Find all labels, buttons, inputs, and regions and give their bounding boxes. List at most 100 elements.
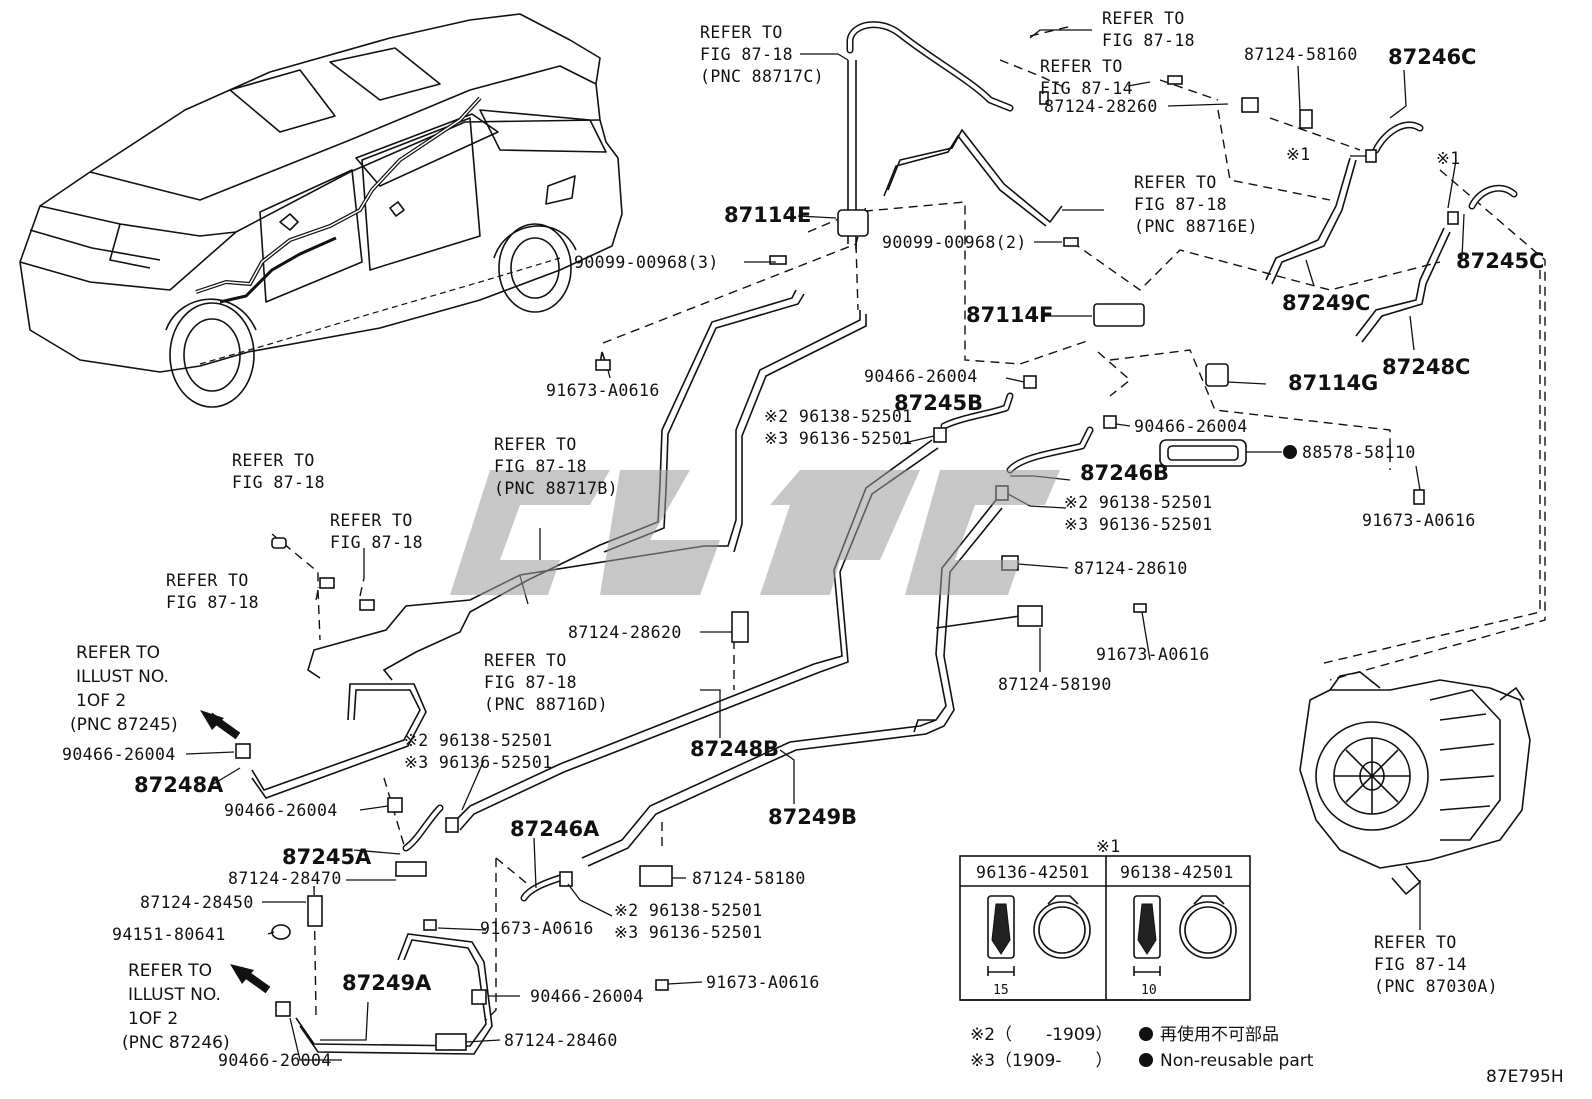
- fittings-and-clamps: [200, 75, 1459, 1051]
- svg-text:REFER TO: REFER TO: [128, 961, 212, 981]
- svg-text:(PNC 88717C): (PNC 88717C): [700, 67, 824, 86]
- svg-text:FIG 87-18: FIG 87-18: [494, 457, 587, 476]
- label-87114G: 87114G: [1288, 371, 1378, 395]
- clip-87124-28620: [731, 611, 749, 643]
- label-90466-26004-3: 90466-26004: [62, 745, 176, 764]
- svg-text:ILLUST NO.: ILLUST NO.: [128, 985, 221, 1005]
- label-91673-A0616-4: 91673-A0616: [480, 919, 594, 938]
- label-clamp2-a: ※2 96138-52501: [764, 407, 913, 426]
- bracket-87114G: [1205, 363, 1229, 387]
- ref-fig-87-18-88716E: REFER TO FIG 87-18 (PNC 88716E): [1134, 173, 1258, 236]
- ref-illust-87245: REFER TO ILLUST NO. 1OF 2 (PNC 87245): [70, 643, 178, 735]
- legend-nonreusable-jp: 再使用不可部品: [1160, 1024, 1279, 1045]
- label-87245C: 87245C: [1456, 249, 1544, 273]
- svg-text:FIG 87-18: FIG 87-18: [232, 473, 325, 492]
- svg-text:(PNC 87245): (PNC 87245): [70, 715, 178, 735]
- label-clamp3-a: ※3 96136-52501: [764, 429, 913, 448]
- svg-text:FIG 87-14: FIG 87-14: [1374, 955, 1467, 974]
- label-clamp3-b: ※3 96136-52501: [1064, 515, 1213, 534]
- legend-bullet-icon-1: [1139, 1027, 1153, 1041]
- clip-87124-28470: [395, 861, 427, 877]
- ref-fig-87-18-left3: REFER TO FIG 87-18: [166, 571, 259, 612]
- legend-note-2: ※2（ -1909）: [970, 1025, 1112, 1045]
- clamp-reference-table: [959, 855, 1251, 1001]
- heater-unit-87030A: [1299, 671, 1531, 930]
- label-mark1-a: ※1: [1286, 145, 1311, 164]
- svg-text:FIG 87-18: FIG 87-18: [700, 45, 793, 64]
- svg-text:REFER TO: REFER TO: [700, 23, 783, 42]
- ref-fig-87-18-88716D: REFER TO FIG 87-18 (PNC 88716D): [484, 651, 608, 714]
- label-87246B: 87246B: [1080, 461, 1169, 485]
- clip-87124-58190: [1017, 605, 1043, 627]
- label-91673-A0616-3: 91673-A0616: [1096, 645, 1210, 664]
- label-87246A: 87246A: [510, 817, 600, 841]
- svg-text:(PNC 88717B): (PNC 88717B): [494, 479, 618, 498]
- label-90099-00968-2: 90099-00968(2): [882, 233, 1027, 252]
- svg-text:ILLUST NO.: ILLUST NO.: [76, 667, 169, 687]
- svg-text:REFER TO: REFER TO: [76, 643, 160, 663]
- svg-text:REFER TO: REFER TO: [166, 571, 249, 590]
- label-87124-28610: 87124-28610: [1074, 559, 1188, 578]
- clamp-table-mark: ※1: [1096, 837, 1121, 856]
- label-87124-58160: 87124-58160: [1244, 45, 1358, 64]
- legend-note-3: ※3（1909- ）: [970, 1051, 1112, 1071]
- ref-illust-87246: REFER TO ILLUST NO. 1OF 2 (PNC 87246): [122, 961, 230, 1053]
- ref-fig-87-18-left2: REFER TO FIG 87-18: [330, 511, 423, 552]
- svg-text:REFER TO: REFER TO: [484, 651, 567, 670]
- ref-fig-87-18-left1: REFER TO FIG 87-18: [232, 451, 325, 492]
- leader-lines: [185, 29, 1465, 1061]
- label-87245A: 87245A: [282, 845, 372, 869]
- label-87246C: 87246C: [1388, 45, 1476, 69]
- vehicle-illustration: [19, 13, 623, 408]
- label-clamp2-c: ※2 96138-52501: [404, 731, 553, 750]
- label-94151-80641: 94151-80641: [112, 925, 226, 944]
- svg-text:FIG 87-18: FIG 87-18: [166, 593, 259, 612]
- svg-text:FIG 87-14: FIG 87-14: [1040, 79, 1133, 98]
- label-91673-A0616-1: 91673-A0616: [546, 381, 660, 400]
- label-clamp2-d: ※2 96138-52501: [614, 901, 763, 920]
- label-87124-28620: 87124-28620: [568, 623, 682, 642]
- label-90466-26004-6: 90466-26004: [218, 1051, 332, 1070]
- label-clamp3-c: ※3 96136-52501: [404, 753, 553, 772]
- fitting-87114E: [837, 209, 869, 237]
- label-87248B: 87248B: [690, 737, 779, 761]
- clamp-table-dim1: 15: [993, 983, 1009, 998]
- ref-fig-87-18-88717C: REFER TO FIG 87-18 (PNC 88717C): [700, 23, 824, 86]
- label-87124-28470: 87124-28470: [228, 869, 342, 888]
- clamp-table-col2: 96138-42501: [1120, 863, 1234, 882]
- clamp-table-dim2: 10: [1141, 983, 1157, 998]
- svg-text:FIG 87-18: FIG 87-18: [1134, 195, 1227, 214]
- nonreusable-bullet-icon: [1283, 445, 1297, 459]
- label-90466-26004-1: 90466-26004: [864, 367, 978, 386]
- svg-text:FIG 87-18: FIG 87-18: [1102, 31, 1195, 50]
- label-90466-26004-5: 90466-26004: [530, 987, 644, 1006]
- svg-text:1OF 2: 1OF 2: [76, 691, 126, 711]
- svg-text:(PNC 87030A): (PNC 87030A): [1374, 977, 1498, 996]
- clip-87124-58180: [639, 865, 673, 887]
- assembly-guide-lines: [271, 25, 1546, 1021]
- clamp-table-col1: 96136-42501: [976, 863, 1090, 882]
- bracket-87114F: [1093, 303, 1145, 327]
- grommet-94151-80641: [271, 924, 291, 940]
- ref-fig-87-14-top: REFER TO FIG 87-14: [1040, 57, 1133, 98]
- label-87249A: 87249A: [342, 971, 432, 995]
- label-87114E: 87114E: [724, 203, 811, 227]
- clip-87124-28450: [307, 895, 323, 927]
- ref-fig-87-18-88717B: REFER TO FIG 87-18 (PNC 88717B): [494, 435, 618, 498]
- label-87248A: 87248A: [134, 773, 224, 797]
- svg-text:FIG 87-18: FIG 87-18: [484, 673, 577, 692]
- ref-fig-87-18-top: REFER TO FIG 87-18: [1102, 9, 1195, 50]
- svg-text:(PNC 88716E): (PNC 88716E): [1134, 217, 1258, 236]
- ref-fig-87-14-87030A: REFER TO FIG 87-14 (PNC 87030A): [1374, 933, 1498, 996]
- legend-bullet-icon-2: [1139, 1053, 1153, 1067]
- label-87249C: 87249C: [1282, 291, 1370, 315]
- watermark-logo: [450, 470, 1060, 595]
- svg-text:REFER TO: REFER TO: [1374, 933, 1457, 952]
- label-87114F: 87114F: [966, 303, 1053, 327]
- svg-text:REFER TO: REFER TO: [1134, 173, 1217, 192]
- svg-text:(PNC 88716D): (PNC 88716D): [484, 695, 608, 714]
- label-90466-26004-2: 90466-26004: [1134, 417, 1248, 436]
- svg-text:REFER TO: REFER TO: [494, 435, 577, 454]
- svg-text:REFER TO: REFER TO: [330, 511, 413, 530]
